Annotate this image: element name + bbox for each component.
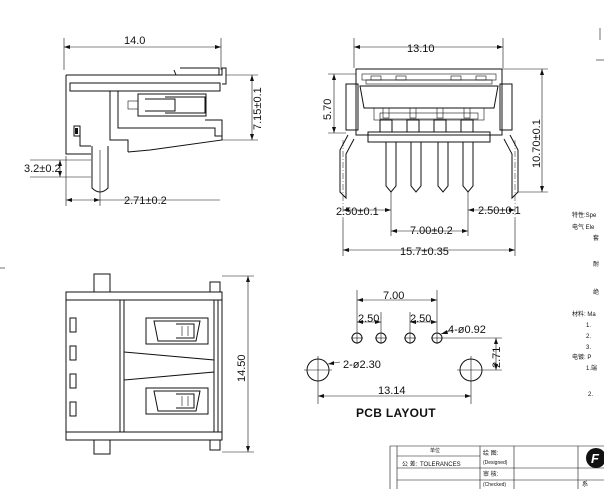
side-pin-pos-dim: 2.71±0.2 xyxy=(124,195,167,207)
note-line-10: 电镀: P xyxy=(572,353,591,361)
note-line-11: 1.端 xyxy=(586,364,597,372)
side-height-dim: 7.15±0.1 xyxy=(252,87,264,130)
front-total-width-dim: 15.7±0.35 xyxy=(400,246,449,258)
side-view: 14.0 3.2±0.2 2.71±0.2 xyxy=(24,35,264,207)
front-view: 13.10 xyxy=(322,38,548,258)
tolerances-label: TOLERANCES xyxy=(420,462,461,468)
note-line-3: 套 xyxy=(593,234,599,242)
note-line-8: 2. xyxy=(586,334,591,340)
top-view: 14.50 xyxy=(65,273,254,455)
note-line-7: 1. xyxy=(586,323,591,329)
system-label: 系 xyxy=(582,480,588,488)
drawn-en-label: (Designed) xyxy=(483,460,508,466)
pcb-layout-title: PCB LAYOUT xyxy=(356,406,436,420)
note-line-1: 特性:Spe xyxy=(572,211,597,219)
pcb-pitch-right-dim: 2.50 xyxy=(410,313,431,325)
front-total-height-dim: 10.70±0.1 xyxy=(531,119,543,168)
tolerance-row: 公 差: xyxy=(402,460,418,468)
pcb-pin-span-dim: 7.00 xyxy=(383,290,404,302)
pcb-row-offset-dim: 2.71 xyxy=(491,347,503,368)
pcb-mount-span-dim: 13.14 xyxy=(378,385,406,397)
front-height-dim: 5.70 xyxy=(322,99,334,120)
top-depth-dim: 14.50 xyxy=(236,354,248,382)
unit-label: 单位 xyxy=(430,447,440,454)
title-block: 单位 公 差: TOLERANCES 绘 图: (Designed) 审 核: … xyxy=(389,445,604,489)
note-line-4: 耐 xyxy=(593,260,599,268)
side-pin-offset-dim: 3.2±0.2 xyxy=(24,163,61,175)
pcb-mount-hole-dim: 2-ø2.30 xyxy=(343,359,381,371)
company-logo-letter: F xyxy=(591,451,600,466)
company-logo-icon xyxy=(586,448,604,468)
drawn-label: 绘 图: xyxy=(483,449,499,457)
checked-en-label: (Checked) xyxy=(483,482,506,488)
front-left-edge-dim: 2.50±0.1 xyxy=(336,206,379,218)
front-pin-span-dim: 7.00±0.2 xyxy=(410,225,453,237)
note-line-12: 2. xyxy=(588,392,593,398)
pcb-layout: 7.00 2.50 2.50 4-ø0.92 2-ø2.30 13.14 2.7… xyxy=(304,290,503,420)
checked-label: 审 核: xyxy=(483,470,499,478)
front-right-edge-dim: 2.50±0.1 xyxy=(478,205,521,217)
front-width-dim: 13.10 xyxy=(407,43,435,55)
pcb-pitch-left-dim: 2.50 xyxy=(358,313,379,325)
note-line-5: 绝 xyxy=(593,288,599,296)
note-line-2: 电气 Ele xyxy=(572,223,595,231)
spec-notes: 特性:Spe 电气 Ele 套 耐 绝 材料: Ma 1. 2. 3. 电镀: … xyxy=(572,211,599,398)
note-line-9: 3. xyxy=(586,345,591,351)
note-line-6: 材料: Ma xyxy=(572,310,596,318)
pcb-pin-hole-dim: 4-ø0.92 xyxy=(448,324,486,336)
side-length-dim: 14.0 xyxy=(124,35,145,47)
